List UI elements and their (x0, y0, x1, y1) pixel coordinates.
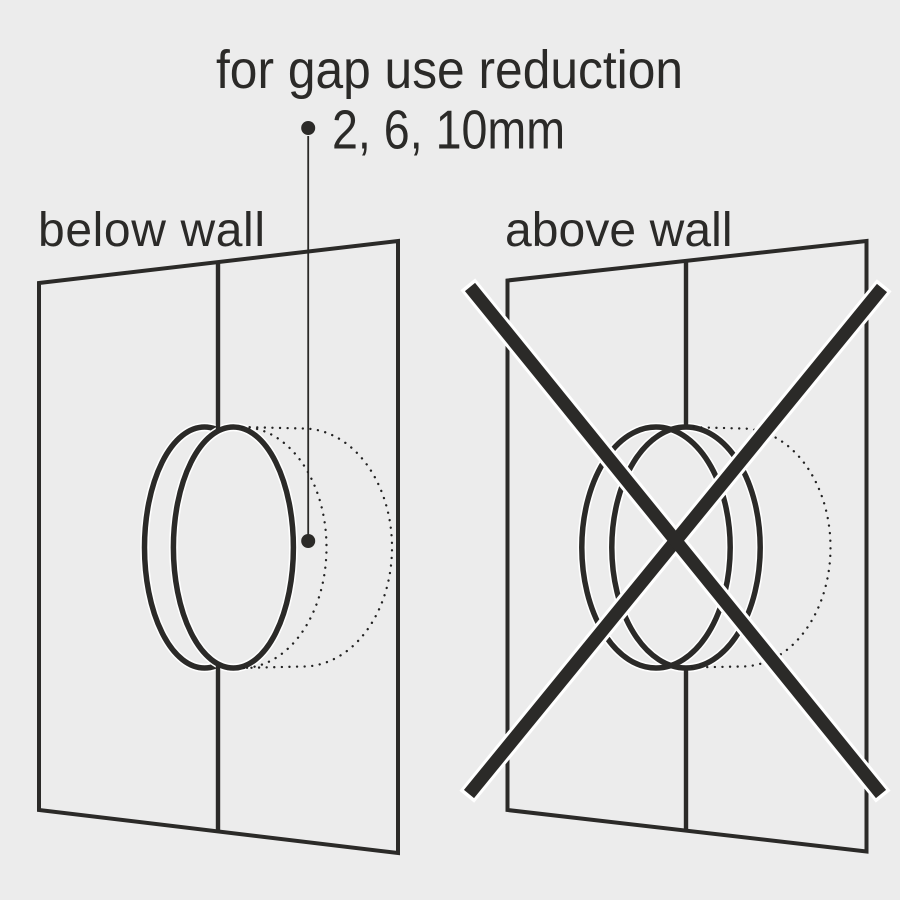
svg-text:below wall: below wall (38, 204, 265, 257)
svg-text:2, 6, 10mm: 2, 6, 10mm (332, 99, 565, 161)
svg-text:for gap use reduction: for gap use reduction (216, 40, 683, 100)
svg-text:above wall: above wall (505, 204, 733, 257)
